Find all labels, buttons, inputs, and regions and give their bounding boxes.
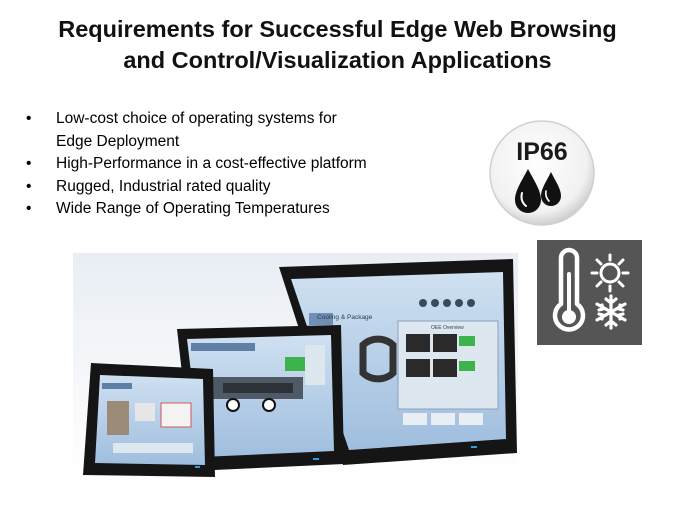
bullet-item: • Rugged, Industrial rated quality bbox=[26, 176, 466, 199]
slide-title: Requirements for Successful Edge Web Bro… bbox=[10, 14, 665, 76]
temperature-badge bbox=[537, 240, 642, 345]
medium-panel-pc bbox=[177, 325, 344, 471]
thermometer-sun-snowflake-icon bbox=[552, 247, 630, 332]
product-photo: Cooling & Package OEE Overview bbox=[73, 253, 518, 484]
bullet-item: • Low-cost choice of operating systems f… bbox=[26, 108, 466, 153]
bullet-marker: • bbox=[26, 155, 32, 172]
bullet-list: • Low-cost choice of operating systems f… bbox=[26, 108, 466, 221]
bullet-text: Rugged, Industrial rated quality bbox=[56, 177, 271, 195]
title-line-2: and Control/Visualization Applications bbox=[123, 47, 552, 73]
bullet-item: • Wide Range of Operating Temperatures bbox=[26, 198, 466, 221]
screen-panel-label: OEE Overview bbox=[431, 325, 464, 331]
bullet-text: Wide Range of Operating Temperatures bbox=[56, 200, 330, 217]
title-line-1: Requirements for Successful Edge Web Bro… bbox=[58, 16, 617, 42]
bullet-item: • High-Performance in a cost-effective p… bbox=[26, 153, 466, 176]
bullet-text: High-Performance in a cost-effective pla… bbox=[56, 155, 367, 172]
bullet-text: Low-cost choice of operating systems for bbox=[56, 110, 337, 127]
bullet-marker: • bbox=[26, 110, 32, 127]
bullet-marker: • bbox=[26, 200, 32, 217]
ip66-badge: IP66 bbox=[489, 120, 595, 226]
bullet-marker: • bbox=[26, 177, 32, 195]
small-panel-pc bbox=[83, 363, 215, 477]
bullet-text-continued: Edge Deployment bbox=[56, 132, 180, 150]
water-drops-icon bbox=[515, 169, 561, 213]
ip66-label: IP66 bbox=[516, 138, 567, 166]
screen-heading: Cooling & Package bbox=[317, 314, 373, 321]
